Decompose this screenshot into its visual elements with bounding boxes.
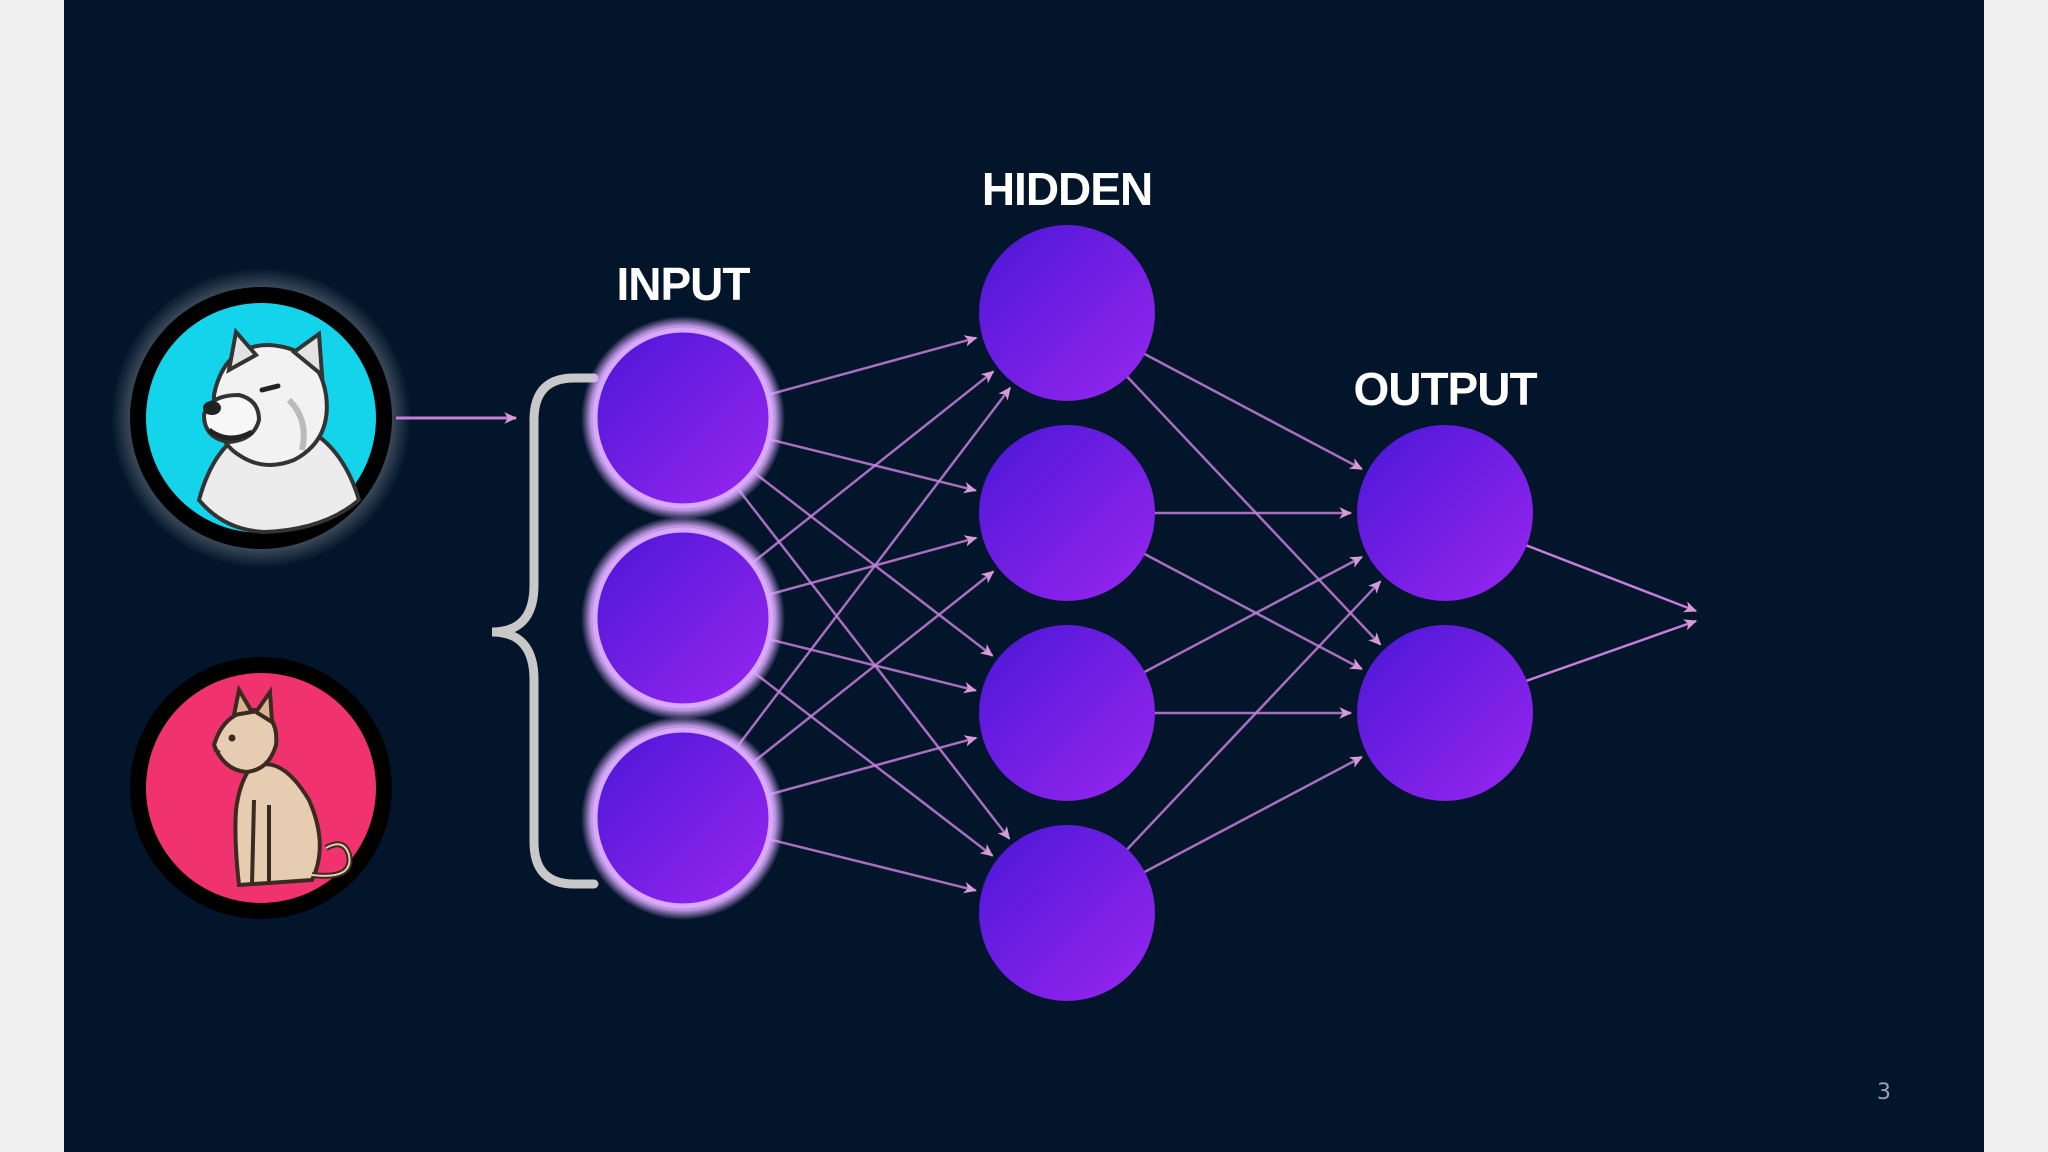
cat-icon <box>211 684 353 888</box>
hidden-node-4 <box>979 825 1155 1001</box>
dog-icon <box>196 327 362 535</box>
input-node-1 <box>592 327 774 509</box>
edge-input-3-to-hidden-4 <box>762 836 977 894</box>
edge-input-1-to-hidden-1 <box>761 335 978 398</box>
slide: INPUT HIDDEN OUTPUT 3 <box>64 0 1984 1152</box>
page-number: 3 <box>1877 1080 1891 1105</box>
edge-input-3-to-hidden-1 <box>731 386 1012 754</box>
edge-input-1-to-hidden-2 <box>762 436 977 494</box>
output-node-1 <box>1357 425 1533 601</box>
dog-image <box>111 268 411 568</box>
edge-hidden-1-to-output-2 <box>1122 371 1382 646</box>
output-2-result-arrow <box>1520 619 1698 684</box>
neural-network-diagram: INPUT HIDDEN OUTPUT <box>111 163 1698 1001</box>
output-node-2 <box>1357 625 1533 801</box>
input-brace <box>491 373 599 889</box>
edge-hidden-1-to-output-1 <box>1138 350 1363 471</box>
edge-input-2-to-hidden-4 <box>747 666 994 857</box>
output-1-result-arrow <box>1520 542 1698 613</box>
edge-input-2-to-hidden-1 <box>746 370 995 568</box>
input-node-3 <box>592 727 774 909</box>
edge-hidden-3-to-output-1 <box>1138 555 1363 676</box>
output-layer-label: OUTPUT <box>1353 363 1537 415</box>
edge-hidden-2-to-output-2 <box>1138 550 1363 671</box>
cat-image <box>130 657 392 919</box>
edge-input-3-to-hidden-2 <box>746 570 995 768</box>
edge-input-2-to-hidden-3 <box>762 636 977 694</box>
hidden-node-1 <box>979 225 1155 401</box>
hidden-layer-label: HIDDEN <box>982 163 1152 215</box>
edge-input-3-to-hidden-3 <box>761 735 978 798</box>
network-nodes <box>581 225 1533 1001</box>
edge-input-2-to-hidden-2 <box>761 535 978 598</box>
edge-hidden-4-to-output-1 <box>1122 580 1382 855</box>
hidden-node-3 <box>979 625 1155 801</box>
hidden-node-2 <box>979 425 1155 601</box>
edge-hidden-4-to-output-2 <box>1138 755 1363 876</box>
input-layer-label: INPUT <box>617 258 751 310</box>
connection-edges <box>731 335 1698 894</box>
input-node-2 <box>592 527 774 709</box>
edge-input-1-to-hidden-3 <box>747 466 994 657</box>
